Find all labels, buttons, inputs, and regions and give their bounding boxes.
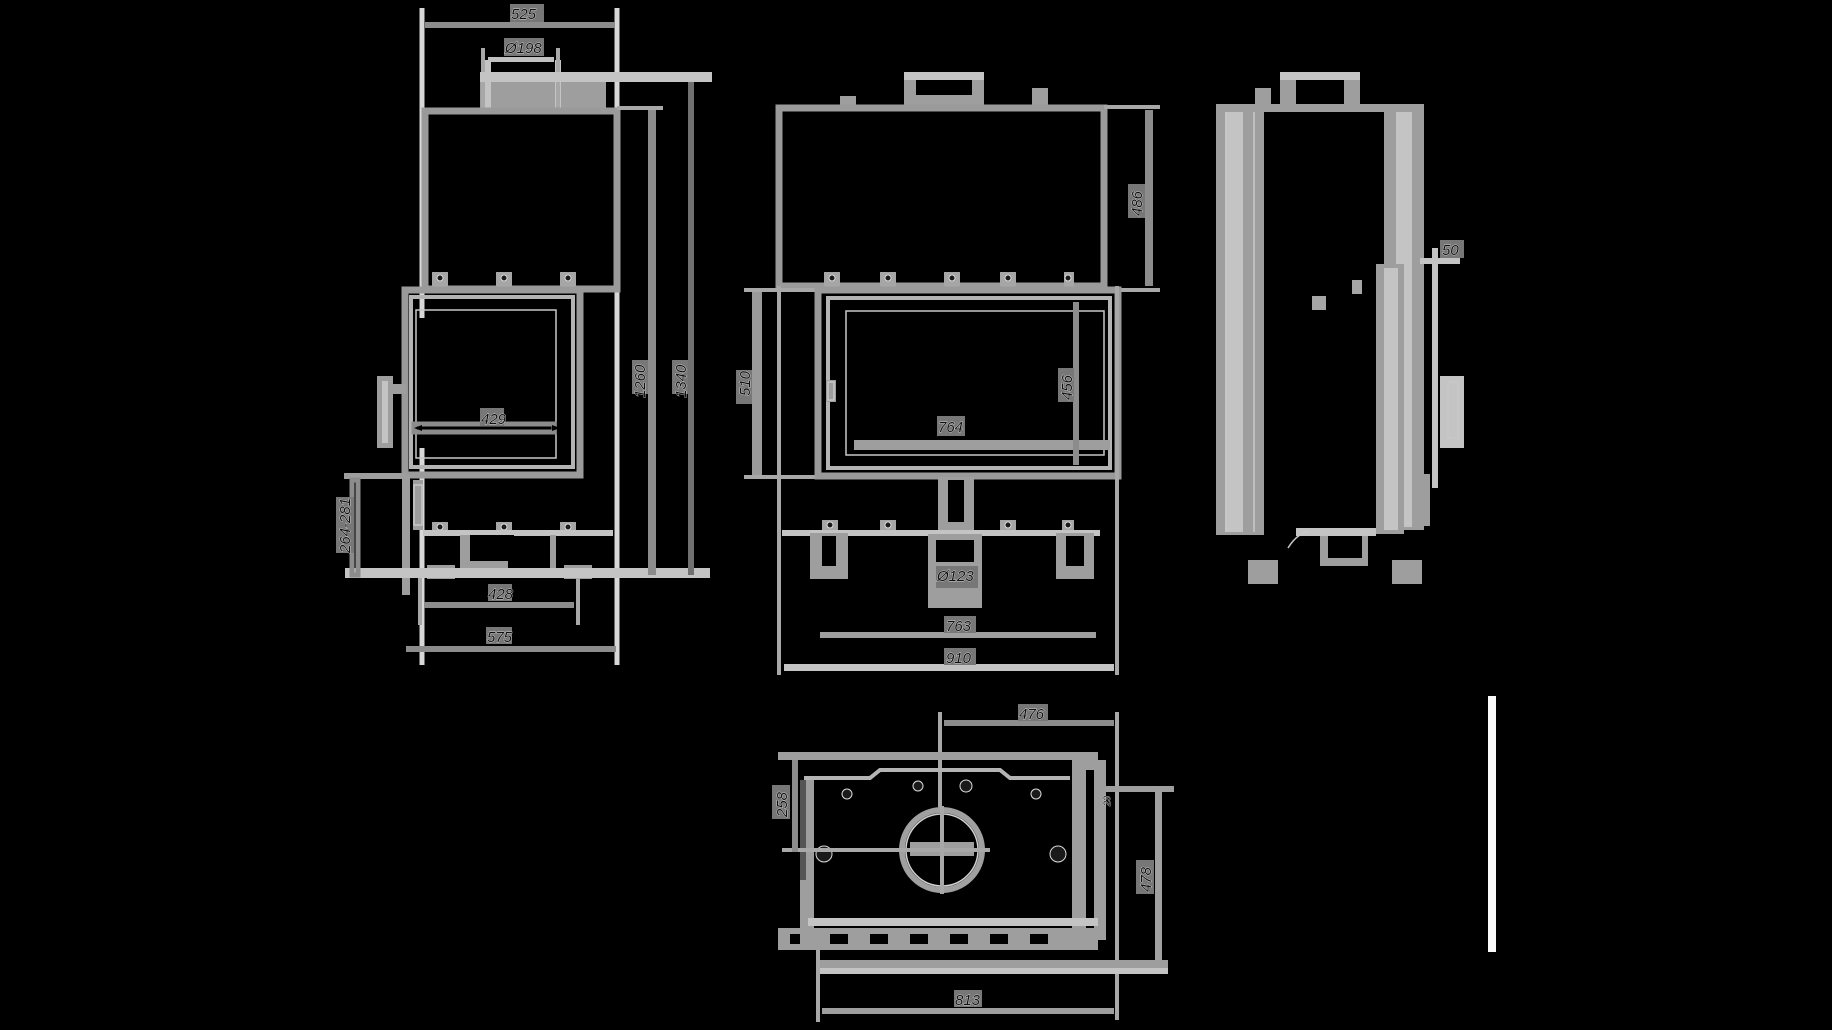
dim-label-1340: 1340 xyxy=(673,364,690,398)
front-view: 486 456 764 510 xyxy=(736,72,1160,675)
dim-label-525: 525 xyxy=(511,6,537,23)
dim-label-428: 428 xyxy=(488,586,514,603)
plan-view: 476 258 xyxy=(772,704,1174,1022)
dim-label-flue-198: Ø198 xyxy=(504,40,542,57)
dim-label-478: 478 xyxy=(1138,866,1155,892)
side-view-right: 50 xyxy=(1216,72,1464,584)
dim-label-429: 429 xyxy=(481,411,507,428)
dim-label-inlet-123: Ø123 xyxy=(936,568,974,585)
dim-label-575: 575 xyxy=(487,629,513,646)
dim-label-1260: 1260 xyxy=(632,364,649,398)
dim-label-910: 910 xyxy=(946,650,972,667)
dim-label-50: 50 xyxy=(1442,242,1459,259)
dim-label-456: 456 xyxy=(1059,374,1076,400)
dim-label-763: 763 xyxy=(946,618,972,635)
side-view-left: 429 264-281 428 575 525 xyxy=(336,4,712,665)
dim-label-510: 510 xyxy=(737,370,754,396)
vertical-marker-line xyxy=(1488,696,1496,952)
dim-label-486: 486 xyxy=(1129,190,1146,216)
dim-label-764: 764 xyxy=(938,419,963,436)
dim-label-813: 813 xyxy=(955,992,981,1009)
dim-label-258: 258 xyxy=(774,791,791,818)
dim-label-23: 23 xyxy=(1102,796,1112,807)
dim-label-264-281: 264-281 xyxy=(337,498,354,554)
dim-label-476: 476 xyxy=(1019,706,1045,723)
